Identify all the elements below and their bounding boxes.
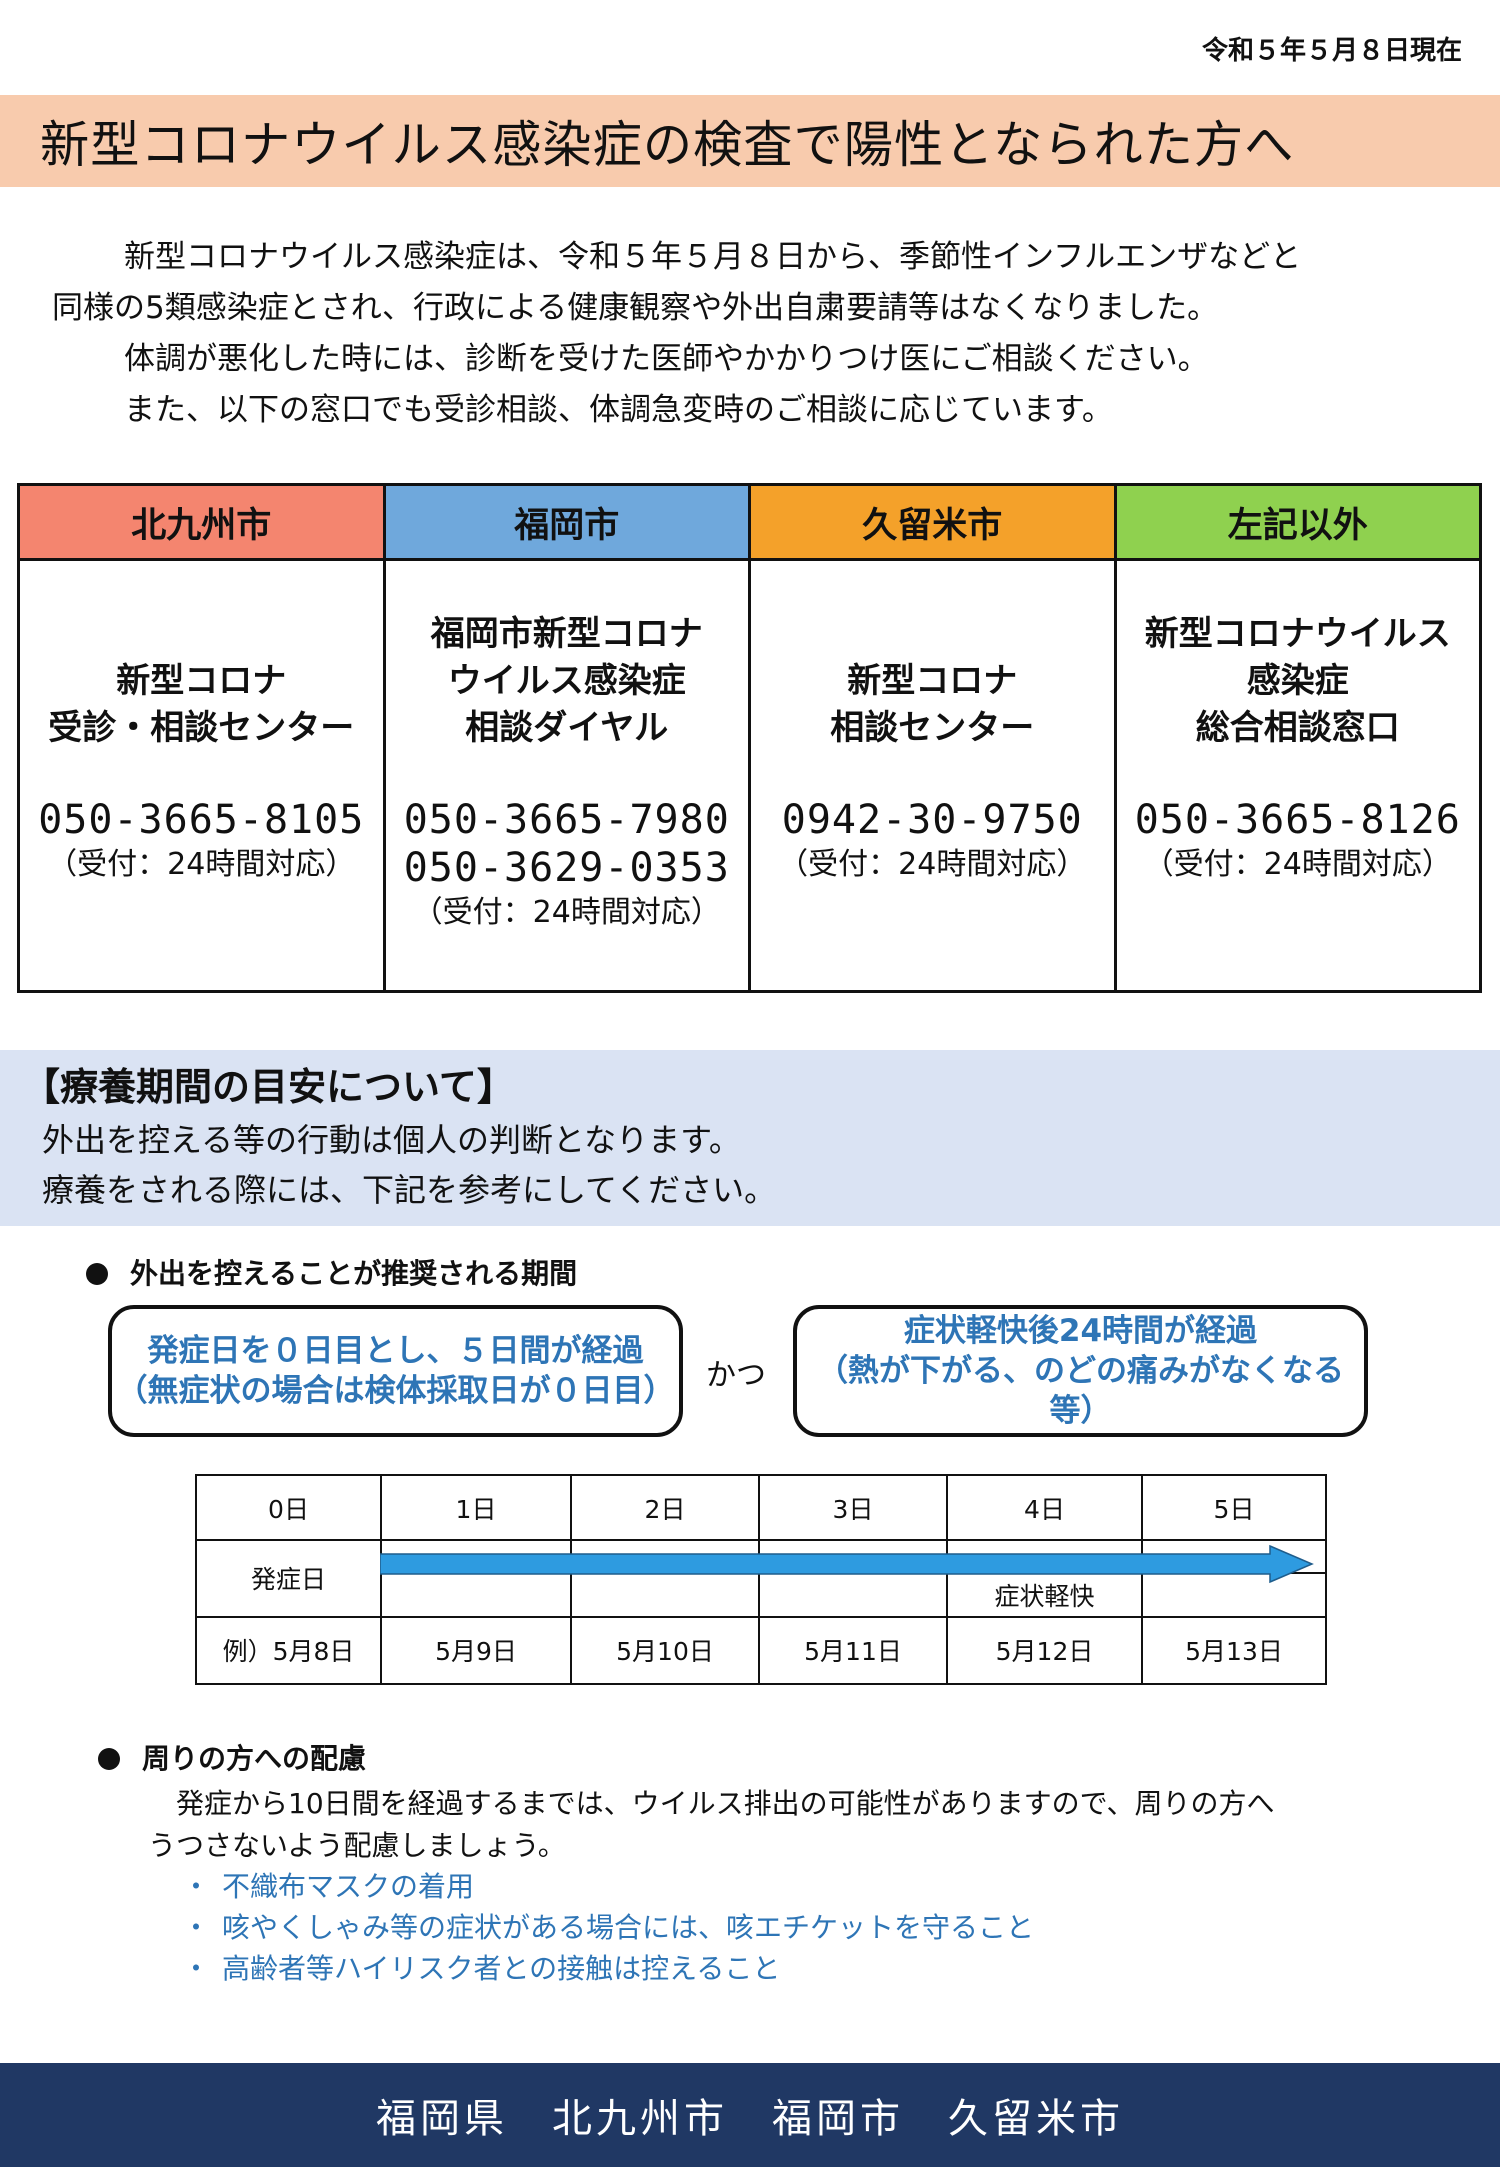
contact-hours-note: （受付：24時間対応）	[412, 895, 721, 930]
contact-city-header: 久留米市	[751, 486, 1114, 561]
care-line: 発症から10日間を経過するまでは、ウイルス排出の可能性がありますので、周りの方へ	[176, 1787, 1275, 1820]
title-band: 新型コロナウイルス感染症の検査で陽性となられた方へ	[0, 95, 1500, 187]
page-title: 新型コロナウイルス感染症の検査で陽性となられた方へ	[40, 116, 1295, 174]
date-label: 令和５年５月８日現在	[1201, 36, 1462, 66]
onset-cell: 発症日	[195, 1539, 382, 1618]
phone-number[interactable]: 050-3629-0353	[403, 845, 730, 891]
arrow-shape	[380, 1544, 1314, 1584]
list-item: 不織布マスクの着用	[182, 1866, 1034, 1907]
contact-column: 久留米市新型コロナ 相談センター 0942-30-9750 （受付：24時間対応）	[751, 486, 1117, 990]
timeline-arrow-icon	[380, 1544, 1314, 1584]
contact-hours-note: （受付：24時間対応）	[47, 847, 356, 882]
intro-line: 同様の5類感染症とされ、行政による健康観察や外出自粛要請等はなくなりました。	[52, 290, 1219, 326]
stay-home-heading: 外出を控えることが推奨される期間	[86, 1252, 577, 1292]
contact-phones: 050-3665-8105	[38, 796, 364, 844]
date-cell: 5月12日	[946, 1615, 1143, 1686]
period-line: 外出を控える等の行動は個人の判断となります。	[42, 1121, 741, 1159]
symptom-cell: 症状軽快	[946, 1571, 1143, 1617]
condition-line: （熱が下がる、のどの痛みがなくなる等）	[817, 1353, 1344, 1429]
day-header: 4日	[946, 1473, 1143, 1542]
timeline-table: 0日 1日 2日 3日 4日 5日 発症日 症状軽快 例）5月8日 5月9日 5…	[195, 1473, 1327, 1686]
care-heading-text: 周りの方への配慮	[142, 1742, 367, 1775]
intro-text: 新型コロナウイルス感染症は、令和５年５月８日から、季節性インフルエンザなどと 同…	[52, 232, 1462, 436]
intro-line: 新型コロナウイルス感染症は、令和５年５月８日から、季節性インフルエンザなどと	[124, 239, 1302, 275]
contact-city-header: 北九州市	[20, 486, 383, 561]
stay-home-heading-text: 外出を控えることが推奨される期間	[130, 1257, 578, 1290]
timeline-cell	[570, 1571, 760, 1617]
day-header: 3日	[758, 1473, 948, 1542]
bullet-icon	[98, 1748, 120, 1770]
period-text: 外出を控える等の行動は個人の判断となります。 療養をされる際には、下記を参考にし…	[42, 1115, 776, 1215]
contact-column: 左記以外新型コロナウイルス 感染症 総合相談窓口 050-3665-8126 （受付…	[1116, 486, 1480, 990]
contact-hours-note: （受付：24時間対応）	[1143, 847, 1452, 882]
day-header: 0日	[195, 1473, 382, 1542]
date-cell: 5月9日	[380, 1615, 572, 1686]
date-cell: 例）5月8日	[195, 1615, 382, 1686]
contact-phones: 0942-30-9750	[782, 796, 1083, 844]
day-header: 2日	[570, 1473, 760, 1542]
contact-center-name: 福岡市新型コロナ ウイルス感染症 相談ダイヤル	[430, 614, 703, 748]
period-line: 療養をされる際には、下記を参考にしてください。	[42, 1171, 777, 1209]
phone-number[interactable]: 0942-30-9750	[781, 797, 1083, 843]
footer-band: 福岡県 北九州市 福岡市 久留米市	[0, 2063, 1500, 2167]
period-band	[0, 1050, 1500, 1226]
contact-city-header: 福岡市	[385, 486, 748, 561]
contact-phones: 050-3665-8126	[1135, 796, 1461, 844]
phone-number[interactable]: 050-3665-8105	[38, 797, 365, 843]
footer-text: 福岡県 北九州市 福岡市 久留米市	[376, 2096, 1124, 2142]
contact-body: 新型コロナ 受診・相談センター 050-3665-8105 （受付：24時間対応）	[20, 561, 383, 990]
phone-number[interactable]: 050-3665-8126	[1134, 797, 1461, 843]
contact-body: 新型コロナ 相談センター 0942-30-9750 （受付：24時間対応）	[751, 561, 1114, 990]
date-cell: 5月10日	[570, 1615, 760, 1686]
contact-center-name: 新型コロナウイルス 感染症 総合相談窓口	[1144, 614, 1451, 748]
date-cell: 5月13日	[1141, 1615, 1327, 1686]
condition-box-symptoms: 症状軽快後24時間が経過 （熱が下がる、のどの痛みがなくなる等）	[793, 1305, 1368, 1437]
bullet-icon	[86, 1263, 108, 1285]
intro-line: また、以下の窓口でも受診相談、体調急変時のご相談に応じています。	[124, 392, 1113, 428]
condition-line: 症状軽快後24時間が経過	[903, 1313, 1258, 1349]
contact-table: 北九州市新型コロナ 受診・相談センター 050-3665-8105 （受付：24時間…	[17, 483, 1482, 993]
condition-line: （無症状の場合は検体採取日が０日目）	[116, 1373, 675, 1409]
care-heading: 周りの方への配慮	[98, 1737, 366, 1777]
day-header: 5日	[1141, 1473, 1327, 1542]
condition-line: 発症日を０日目とし、５日間が経過	[147, 1333, 644, 1369]
date-cell: 5月11日	[758, 1615, 948, 1686]
care-line: うつさないよう配慮しましょう。	[148, 1829, 566, 1862]
day-header: 1日	[380, 1473, 572, 1542]
contact-center-name: 新型コロナ 受診・相談センター	[48, 661, 355, 748]
phone-number[interactable]: 050-3665-7980	[403, 797, 730, 843]
list-item: 咳やくしゃみ等の症状がある場合には、咳エチケットを守ること	[182, 1907, 1034, 1948]
contact-body: 新型コロナウイルス 感染症 総合相談窓口 050-3665-8126 （受付：24時…	[1117, 561, 1480, 990]
list-item: 高齢者等ハイリスク者との接触は控えること	[182, 1948, 1034, 1989]
contact-column: 北九州市新型コロナ 受診・相談センター 050-3665-8105 （受付：24時間…	[20, 486, 386, 990]
contact-hours-note: （受付：24時間対応）	[778, 847, 1087, 882]
connector-text: かつ	[706, 1358, 766, 1393]
period-heading: 【療養期間の目安について】	[22, 1065, 515, 1109]
intro-line: 体調が悪化した時には、診断を受けた医師やかかりつけ医にご相談ください。	[124, 341, 1209, 377]
care-text: 発症から10日間を経過するまでは、ウイルス排出の可能性がありますので、周りの方へ…	[148, 1783, 1275, 1867]
contact-center-name: 新型コロナ 相談センター	[830, 661, 1035, 748]
condition-box-days: 発症日を０日目とし、５日間が経過 （無症状の場合は検体採取日が０日目）	[108, 1305, 683, 1437]
contact-city-header: 左記以外	[1116, 486, 1479, 561]
care-list: 不織布マスクの着用 咳やくしゃみ等の症状がある場合には、咳エチケットを守ること …	[182, 1866, 1034, 1989]
